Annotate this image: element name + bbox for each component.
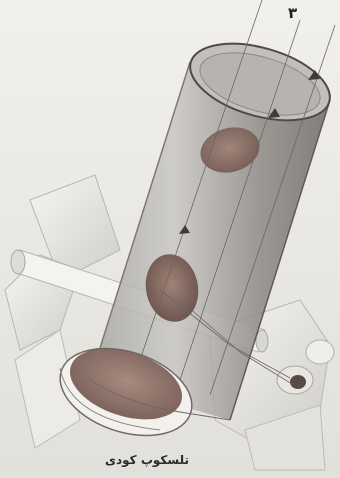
figure-caption: تلسکوپ کودی: [92, 453, 202, 467]
page-number: ۳: [288, 4, 297, 22]
